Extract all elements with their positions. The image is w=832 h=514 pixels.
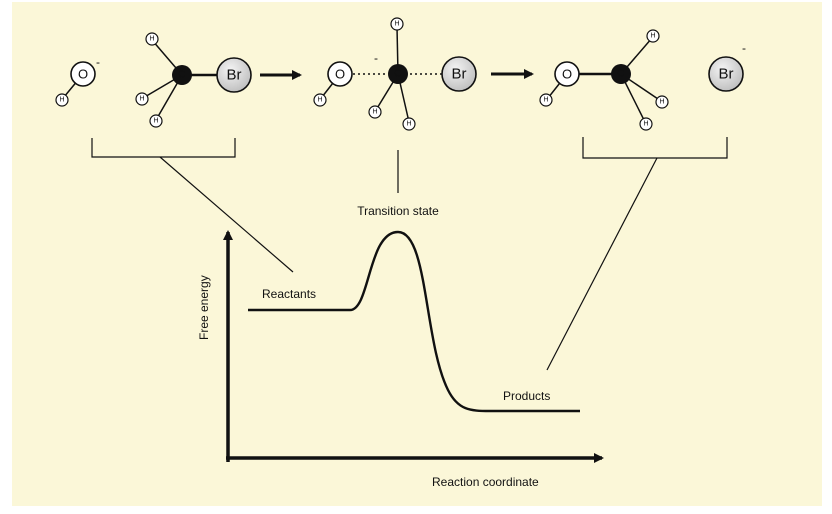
hydrogen-symbol: H	[317, 97, 322, 104]
hydrogen-atom	[655, 95, 669, 109]
hydrogen-atom	[646, 29, 660, 43]
hydrogen-atom	[368, 105, 382, 119]
oxygen-atom	[70, 61, 96, 87]
reactants-connector-line	[159, 156, 294, 273]
hydrogen-atom	[539, 93, 553, 107]
oxygen-atom	[327, 61, 353, 87]
hydrogen-symbol: H	[372, 109, 377, 116]
hydrogen-symbol: H	[543, 97, 548, 104]
bromine-atom	[216, 57, 252, 93]
hydrogen-symbol: H	[650, 33, 655, 40]
hydrogen-atom	[55, 93, 69, 107]
transition-state-label: Transition state	[357, 204, 439, 218]
carbon-symbol: C	[617, 69, 624, 80]
reactant-methyl-bromide: H H H C Br	[135, 32, 252, 128]
transition-state-molecule: O - H H H H C Br	[313, 17, 477, 131]
carbon-symbol: C	[394, 69, 401, 80]
hydrogen-symbol: H	[149, 36, 154, 43]
carbon-atom	[611, 64, 631, 84]
hydrogen-atom	[145, 32, 159, 46]
bromine-symbol: Br	[227, 67, 242, 84]
reactant-hydroxide: O - H	[55, 55, 100, 107]
carbon-atom	[388, 64, 408, 84]
hydrogen-atom	[149, 114, 163, 128]
hydrogen-atom	[390, 17, 404, 31]
negative-charge: -	[96, 55, 100, 69]
bromine-symbol: Br	[452, 66, 467, 83]
hydrogen-atom	[639, 117, 653, 131]
negative-charge: -	[374, 51, 378, 65]
hydrogen-symbol: H	[153, 118, 158, 125]
bromine-atom	[441, 56, 477, 92]
negative-charge: -	[742, 41, 746, 55]
hydrogen-symbol: H	[59, 97, 64, 104]
carbon-atom	[172, 65, 192, 85]
products-label: Products	[503, 389, 550, 403]
hydrogen-symbol: H	[643, 121, 648, 128]
hydrogen-atom	[135, 92, 149, 106]
oxygen-symbol: O	[335, 67, 345, 82]
oxygen-symbol: O	[562, 67, 572, 82]
product-bromide-ion: Br -	[708, 41, 746, 92]
carbon-symbol: C	[178, 70, 185, 81]
hydrogen-atom	[313, 93, 327, 107]
oxygen-symbol: O	[78, 67, 88, 82]
bromine-symbol: Br	[719, 66, 734, 83]
hydrogen-symbol: H	[394, 21, 399, 28]
reactants-label: Reactants	[262, 287, 316, 301]
hydrogen-atom	[402, 117, 416, 131]
hydrogen-symbol: H	[406, 121, 411, 128]
hydrogen-symbol: H	[139, 96, 144, 103]
reactants-bracket	[91, 138, 236, 158]
y-axis-label: Free energy	[197, 275, 211, 340]
hydrogen-symbol: H	[659, 99, 664, 106]
energy-profile-curve	[248, 230, 580, 413]
product-methanol: O H H H H C	[539, 29, 669, 131]
oxygen-atom	[554, 61, 580, 87]
bromine-atom	[708, 56, 744, 92]
products-bracket	[582, 137, 728, 159]
x-axis-label: Reaction coordinate	[432, 475, 539, 489]
products-connector-line	[546, 157, 658, 371]
